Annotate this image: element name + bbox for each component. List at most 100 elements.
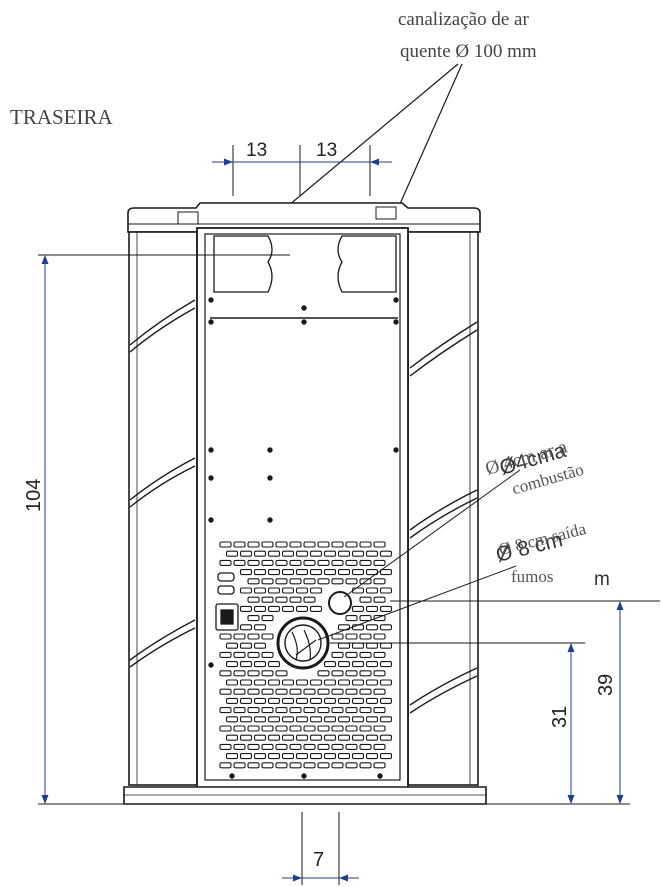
vent-slot	[219, 541, 232, 548]
combustion-air-inlet	[328, 591, 352, 615]
vent-slot	[267, 679, 281, 686]
vent-slot	[379, 734, 393, 741]
vent-slot	[373, 541, 386, 548]
panel-details	[208, 297, 399, 779]
vent-slot	[303, 559, 316, 566]
top-left-dimension: 13	[246, 140, 267, 161]
vent-slot	[281, 734, 295, 741]
vent-slot	[239, 550, 253, 557]
vent-slot	[309, 569, 323, 576]
vent-slot	[379, 697, 393, 704]
vent-slot	[281, 569, 295, 576]
vent-slot	[317, 578, 330, 585]
vent-slot	[331, 541, 344, 548]
vent-slot	[317, 670, 330, 677]
vent-slot	[317, 688, 330, 695]
vent-slot	[323, 716, 337, 723]
vent-slot	[359, 762, 372, 769]
vent-slot	[239, 624, 253, 631]
vent-slot	[275, 578, 288, 585]
vent-slot	[261, 578, 274, 585]
vent-slot	[295, 587, 309, 594]
vent-slot	[233, 762, 246, 769]
vent-slot	[365, 734, 379, 741]
vent-slot	[239, 679, 253, 686]
vent-slot	[345, 559, 358, 566]
vent-slot	[233, 559, 246, 566]
vent-slot	[373, 688, 386, 695]
vent-slot	[373, 743, 386, 750]
flue-label-group: Ø 8 cm Ø 8 cm saída	[494, 519, 589, 567]
bottom-dimension	[282, 812, 359, 885]
vent-slot	[323, 734, 337, 741]
vent-slot	[261, 615, 274, 622]
vent-slot	[247, 688, 260, 695]
vent-slot	[239, 753, 253, 760]
vent-slot	[379, 753, 393, 760]
vent-slot	[359, 596, 372, 603]
vent-slot	[261, 651, 274, 658]
vent-slot	[253, 605, 267, 612]
vent-slot	[247, 743, 260, 750]
vent-slot	[225, 697, 239, 704]
vent-slot	[323, 753, 337, 760]
vent-slot	[233, 541, 246, 548]
vent-slot	[373, 615, 386, 622]
vent-slot	[261, 559, 274, 566]
flue-overlay-b: m	[594, 569, 610, 590]
vent-slot	[253, 679, 267, 686]
vent-slot	[331, 743, 344, 750]
vent-slot	[309, 716, 323, 723]
vent-slot	[309, 550, 323, 557]
vent-slot	[331, 707, 344, 714]
vent-slot	[365, 661, 379, 668]
vent-slot	[275, 725, 288, 732]
vent-slot	[365, 550, 379, 557]
vent-slot	[351, 716, 365, 723]
vent-slot	[225, 642, 239, 649]
vent-slot	[303, 707, 316, 714]
vent-slot	[239, 569, 253, 576]
vent-slot	[267, 716, 281, 723]
vent-slot	[379, 605, 393, 612]
vent-slot	[323, 679, 337, 686]
vent-slot	[295, 716, 309, 723]
vent-slot	[247, 762, 260, 769]
vent-slot	[309, 734, 323, 741]
vent-slot	[281, 697, 295, 704]
vent-slot	[303, 725, 316, 732]
right-dimensions	[330, 600, 660, 805]
vent-slot	[281, 679, 295, 686]
vent-slot	[247, 670, 260, 677]
vent-slot	[253, 569, 267, 576]
vent-slot	[359, 688, 372, 695]
vent-slot	[267, 697, 281, 704]
top-dimensions	[212, 145, 392, 196]
vent-slot	[337, 734, 351, 741]
vent-slot	[331, 578, 344, 585]
vent-slot	[295, 734, 309, 741]
vent-slot	[289, 596, 302, 603]
vent-slot	[247, 596, 260, 603]
vent-slot	[379, 569, 393, 576]
vent-slot	[365, 716, 379, 723]
vent-slot	[345, 743, 358, 750]
vent-slot	[317, 725, 330, 732]
vent-slot	[295, 550, 309, 557]
vent-slot	[351, 679, 365, 686]
height-dimension-label: 104	[23, 479, 45, 512]
vent-slot	[337, 716, 351, 723]
vent-slot	[309, 679, 323, 686]
power-socket	[215, 572, 239, 631]
vent-slot	[267, 753, 281, 760]
vent-slot	[261, 633, 274, 640]
vent-slot	[219, 633, 232, 640]
vent-slot	[261, 541, 274, 548]
vent-slot	[267, 661, 281, 668]
vent-slot	[281, 587, 295, 594]
vent-slot	[373, 559, 386, 566]
vent-slot	[345, 578, 358, 585]
vent-slot	[317, 762, 330, 769]
vent-slot	[225, 661, 239, 668]
vent-slot	[261, 670, 274, 677]
